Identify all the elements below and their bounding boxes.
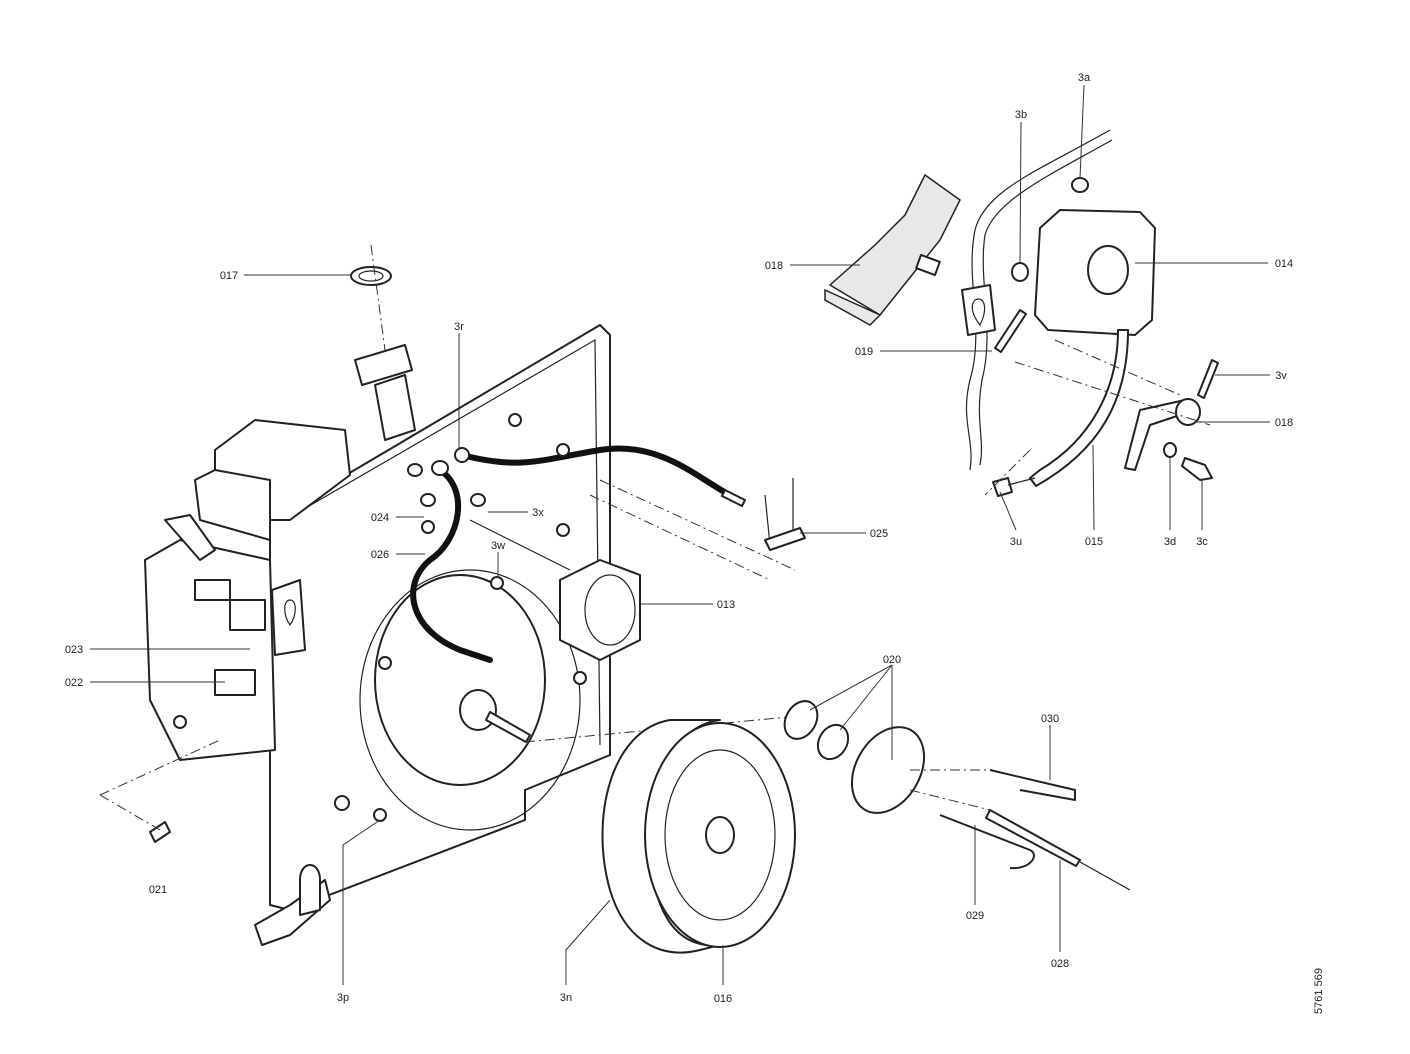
label-029: 029 <box>966 910 984 922</box>
drawing-number: 5761 569 <box>1313 968 1325 1014</box>
label-017: 017 <box>220 270 238 282</box>
label-013: 013 <box>717 599 735 611</box>
oil-inlet-pipe <box>374 374 416 441</box>
screw-3v <box>1197 359 1219 399</box>
label-022: 022 <box>65 677 83 689</box>
label-018-bracket: 018 <box>765 260 783 272</box>
label-3v: 3v <box>1275 370 1287 382</box>
label-015: 015 <box>1085 536 1103 548</box>
ignition-cable <box>459 445 733 498</box>
fan-hub <box>705 816 735 854</box>
label-3u: 3u <box>1010 536 1022 548</box>
spring-019 <box>994 309 1027 353</box>
axis-line <box>99 739 221 831</box>
label-3n: 3n <box>560 992 572 1004</box>
fan-wheel-016 <box>601 719 796 954</box>
pump-body <box>194 469 271 541</box>
terminal-023 <box>229 599 266 631</box>
label-030: 030 <box>1041 713 1059 725</box>
keyhole-bracket <box>271 579 306 656</box>
label-018-lever: 018 <box>1275 417 1293 429</box>
oil-inlet-fitting <box>354 344 413 386</box>
motor-hub <box>459 689 497 731</box>
clip <box>164 514 216 561</box>
washer-3d <box>1163 442 1177 458</box>
blast-tube-opening <box>584 574 636 646</box>
ignition-assembly <box>824 129 1219 497</box>
label-014: 014 <box>1275 258 1293 270</box>
electrode-030 <box>989 769 1076 801</box>
blast-tube-013 <box>559 559 641 661</box>
air-intake-ring <box>359 569 581 831</box>
motor-block <box>144 539 276 761</box>
leader-lines <box>90 84 1270 985</box>
fan-disc-ring <box>664 749 776 921</box>
bracket-018 <box>824 173 961 326</box>
label-021: 021 <box>149 884 167 896</box>
screws <box>173 413 587 822</box>
electrode-028 <box>985 809 1081 867</box>
label-3b: 3b <box>1015 109 1027 121</box>
gasket-020a <box>783 700 819 740</box>
housing-edge <box>965 129 1111 471</box>
label-028: 028 <box>1051 958 1069 970</box>
label-3d: 3d <box>1164 536 1176 548</box>
keyhole <box>284 599 296 627</box>
seal-ring-inner <box>358 270 384 282</box>
label-3p: 3p <box>337 992 349 1004</box>
fitting <box>1007 477 1036 486</box>
diffuser-020 <box>850 726 926 814</box>
label-019: 019 <box>855 346 873 358</box>
foot-slot <box>299 864 321 916</box>
keyhole <box>971 298 986 327</box>
clamp-025 <box>764 527 806 551</box>
cable-end <box>721 489 746 507</box>
axis-line <box>909 769 991 811</box>
label-3w: 3w <box>491 540 505 552</box>
screw-3a <box>1071 177 1089 193</box>
axis-line <box>1054 339 1181 396</box>
electrode-rod <box>469 519 571 571</box>
terminal <box>194 579 231 601</box>
label-3r: 3r <box>454 321 464 333</box>
label-3x: 3x <box>532 507 544 519</box>
label-023: 023 <box>65 644 83 656</box>
axis-line <box>1014 361 1211 426</box>
gasket-020b <box>816 723 850 761</box>
mounting-plate <box>961 284 996 336</box>
axis-line <box>370 244 386 351</box>
motor-fan-housing <box>374 574 546 786</box>
transformer-outlet <box>1087 245 1129 295</box>
electrode-wire <box>1079 861 1131 891</box>
hose-015 <box>1029 329 1129 487</box>
nozzle-assembly <box>783 700 1131 891</box>
screws-025 <box>764 478 794 546</box>
label-3a: 3a <box>1078 72 1091 84</box>
cable-026 <box>410 467 493 663</box>
label-3c: 3c <box>1196 536 1208 548</box>
seal-ring-017 <box>350 266 392 286</box>
bushing <box>1175 398 1201 426</box>
label-020: 020 <box>883 654 901 666</box>
screw-021 <box>149 821 171 843</box>
axis-line <box>589 479 796 581</box>
screw-3c <box>1181 457 1213 481</box>
bracket-pin <box>915 254 941 276</box>
electrode-029 <box>939 814 1035 870</box>
label-024: 024 <box>371 512 389 524</box>
nipple-3u <box>992 477 1013 497</box>
part-labels: 3a 3b 018 014 019 3v 018 3u 015 3d 3c 01… <box>65 72 1325 1014</box>
label-016: 016 <box>714 993 732 1005</box>
label-025: 025 <box>870 528 888 540</box>
nut-3b <box>1011 262 1029 282</box>
label-026: 026 <box>371 549 389 561</box>
